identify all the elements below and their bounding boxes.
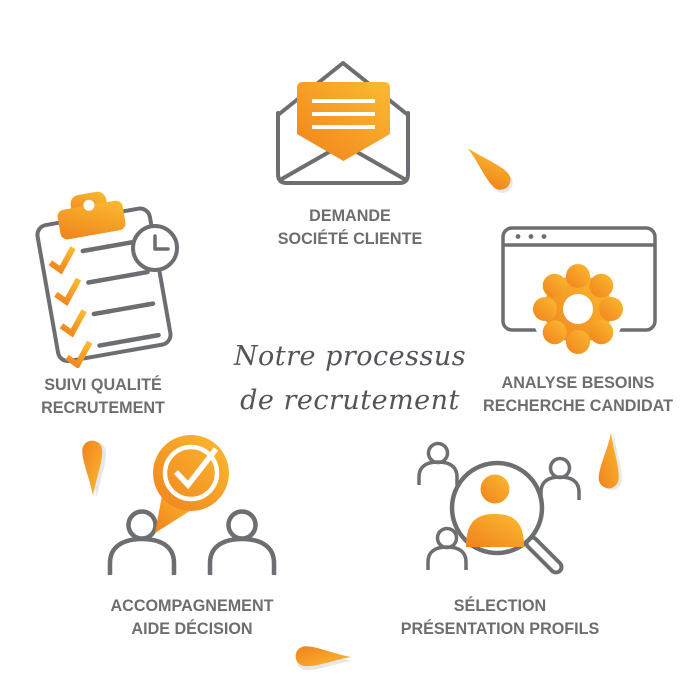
step-label-line: DEMANDE bbox=[309, 206, 391, 225]
magnifier-candidate-icon bbox=[417, 441, 581, 575]
step-label-demande: DEMANDE SOCIÉTÉ CLIENTE bbox=[236, 204, 464, 250]
process-title-line1: Notre processus bbox=[233, 341, 467, 372]
step-label-selection: SÉLECTION PRÉSENTATION PROFILS bbox=[386, 594, 614, 640]
step-label-line: RECRUTEMENT bbox=[41, 398, 165, 417]
selected-profile-icon bbox=[466, 474, 524, 547]
browser-gear-icon bbox=[501, 226, 657, 356]
step-label-line: PRÉSENTATION PROFILS bbox=[400, 619, 600, 638]
step-label-line: ACCOMPAGNEMENT bbox=[110, 596, 274, 615]
checkmarks-icon bbox=[48, 246, 93, 368]
list-lines-icon bbox=[80, 238, 161, 348]
envelope-letter-icon bbox=[276, 61, 410, 185]
clock-icon bbox=[131, 224, 179, 272]
clipboard-checklist-clock-icon bbox=[35, 191, 179, 368]
step-label-line: SOCIÉTÉ CLIENTE bbox=[277, 229, 423, 248]
step-label-line: AIDE DÉCISION bbox=[131, 619, 253, 638]
flow-swoosh-bottom-icon bbox=[287, 644, 357, 670]
step-label-line: SUIVI QUALITÉ bbox=[44, 375, 162, 394]
step-label-line: ANALYSE BESOINS bbox=[501, 373, 655, 392]
process-title-line2: de recrutement bbox=[240, 385, 460, 416]
step-label-analyse: ANALYSE BESOINS RECHERCHE CANDIDAT bbox=[464, 371, 692, 417]
people-check-bubble-icon bbox=[107, 435, 277, 575]
step-label-line: RECHERCHE CANDIDAT bbox=[483, 396, 673, 415]
browser-dots-icon bbox=[515, 234, 547, 239]
candidate-outlines-icon bbox=[417, 441, 581, 570]
process-title: Notre processus de recrutement bbox=[198, 335, 502, 423]
flow-swoosh-right-icon bbox=[596, 428, 624, 497]
check-bubble-icon bbox=[153, 435, 229, 533]
step-label-suivi: SUIVI QUALITÉ RECRUTEMENT bbox=[5, 373, 201, 419]
step-label-accompagnement: ACCOMPAGNEMENT AIDE DÉCISION bbox=[78, 594, 306, 640]
flow-swoosh-top-right-icon bbox=[457, 137, 520, 198]
step-label-line: SÉLECTION bbox=[453, 596, 547, 615]
flow-swoosh-left-icon bbox=[80, 434, 106, 500]
